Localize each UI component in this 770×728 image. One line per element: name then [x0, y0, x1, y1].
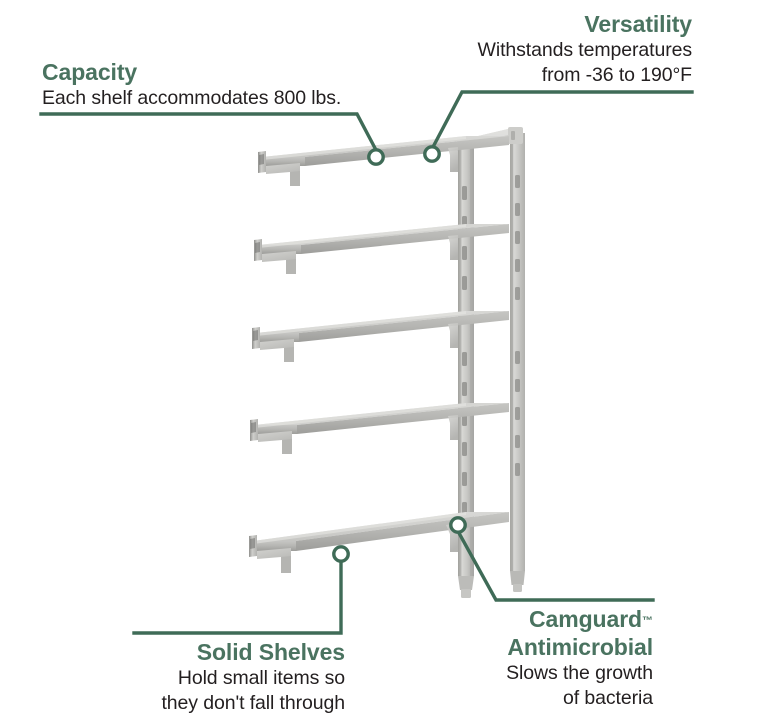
- shelf-2: [254, 224, 509, 274]
- callout-camguard-line-1: Slows the growth: [506, 662, 653, 684]
- callout-camguard-line-2: of bacteria: [563, 687, 653, 709]
- callout-capacity: Capacity Each shelf accommodates 800 lbs…: [42, 58, 341, 111]
- callout-solid-shelves-line-1: Hold small items so: [177, 667, 345, 689]
- rear-post: [510, 133, 525, 592]
- callout-versatility-line-2: from -36 to 190°F: [541, 64, 692, 86]
- callout-camguard: Camguard™ Antimicrobial Slows the growth…: [413, 605, 653, 711]
- front-post: [458, 146, 474, 598]
- trademark-symbol: ™: [642, 615, 653, 627]
- callout-capacity-line-1: Each shelf accommodates 800 lbs.: [42, 87, 342, 109]
- callout-versatility-line-1: Withstands temperatures: [477, 39, 693, 61]
- callout-solid-shelves-line-2: they don't fall through: [161, 692, 345, 714]
- callout-solid-shelves-title: Solid Shelves: [196, 639, 345, 665]
- callout-camguard-title-line-1: Camguard™: [413, 605, 653, 633]
- callout-camguard-brand: Camguard: [529, 606, 642, 632]
- callout-capacity-title: Capacity: [42, 59, 138, 85]
- shelf-3: [252, 311, 509, 362]
- callout-versatility: Versatility Withstands temperatures from…: [360, 10, 693, 88]
- shelf-4: [250, 403, 509, 454]
- callout-solid-shelves: Solid Shelves Hold small items so they d…: [133, 638, 345, 716]
- callout-versatility-title: Versatility: [584, 11, 692, 37]
- callout-camguard-title-line-2: Antimicrobial: [507, 634, 653, 660]
